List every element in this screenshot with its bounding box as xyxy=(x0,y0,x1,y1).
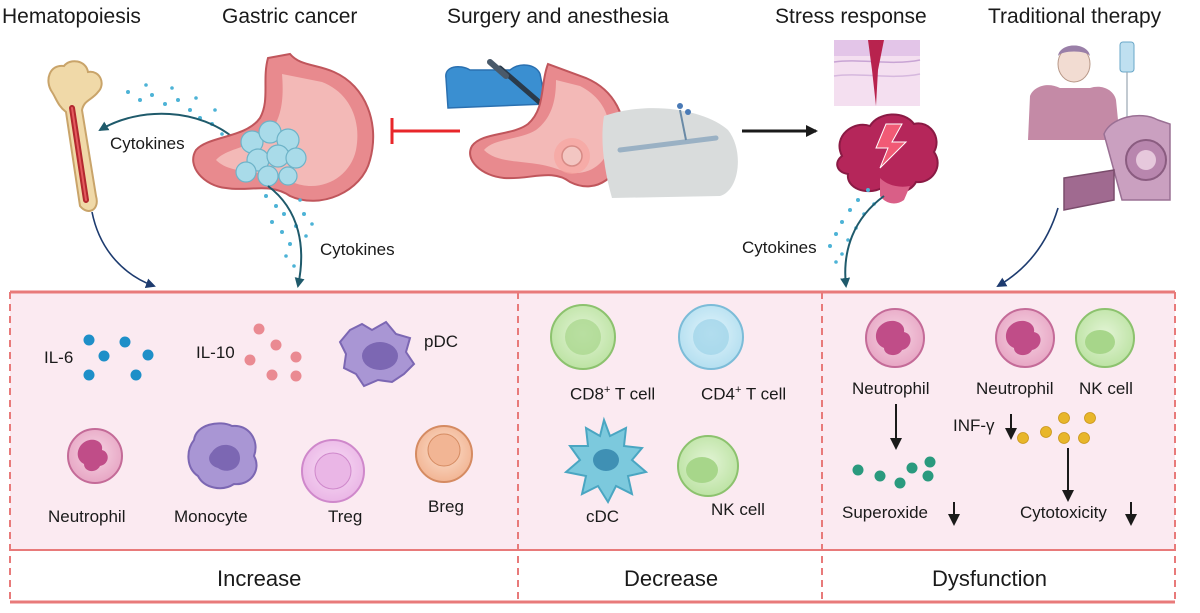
cytokine-dots-brain xyxy=(828,188,876,264)
header-gastric-cancer: Gastric cancer xyxy=(222,5,358,28)
label-breg: Breg xyxy=(428,497,464,516)
cd4-suffix: T cell xyxy=(741,384,787,404)
label-neutrophil-dysfunction-a: Neutrophil xyxy=(852,379,930,398)
cytokine-dots-bone xyxy=(126,83,224,136)
monocyte-cell xyxy=(187,422,258,490)
label-nk-decrease: NK cell xyxy=(711,500,765,519)
il6-dots xyxy=(83,334,154,381)
label-treg: Treg xyxy=(328,507,363,526)
header-hematopoiesis: Hematopoiesis xyxy=(2,5,141,28)
nk-cell-decrease xyxy=(677,435,739,497)
treg-cell xyxy=(301,439,365,503)
header-surgery: Surgery and anesthesia xyxy=(447,5,669,28)
bone-illustration xyxy=(47,60,103,212)
label-il10: IL-10 xyxy=(196,343,235,362)
label-infg: INF-γ xyxy=(953,416,995,435)
surgery-illustration xyxy=(445,59,738,198)
cd4-sup: + xyxy=(735,384,742,396)
label-dysfunction: Dysfunction xyxy=(932,566,1047,591)
ifng-dots xyxy=(1017,412,1096,444)
cdc-cell xyxy=(563,416,649,505)
label-monocyte: Monocyte xyxy=(174,507,248,526)
il10-dots xyxy=(244,323,302,382)
cytokines-label-right: Cytokines xyxy=(742,238,817,257)
label-cd8: CD8+ T cell xyxy=(570,384,655,405)
label-decrease: Decrease xyxy=(624,566,719,591)
breg-cell xyxy=(415,425,473,483)
cd8-t-cell xyxy=(550,304,616,370)
header-therapy: Traditional therapy xyxy=(988,5,1162,28)
nk-cell-dysfunction xyxy=(1075,308,1135,368)
label-nk-dysfunction: NK cell xyxy=(1079,379,1133,398)
label-il6: IL-6 xyxy=(44,348,74,367)
inhibition-arrow xyxy=(390,118,460,144)
brain-illustration xyxy=(836,113,939,204)
label-cdc: cDC xyxy=(586,507,620,526)
pdc-cell xyxy=(338,320,416,388)
cd4-prefix: CD4 xyxy=(701,384,736,404)
label-increase: Increase xyxy=(217,566,302,591)
neutrophil-cell-dysfunction-a xyxy=(865,308,925,368)
cytokine-arrow-from-tumor xyxy=(267,185,305,288)
arrow-therapy-to-panel xyxy=(996,207,1059,288)
cytokine-arrow-from-brain xyxy=(840,195,885,288)
label-cd4: CD4+ T cell xyxy=(701,384,786,405)
patient-therapy-illustration xyxy=(1028,41,1171,211)
label-cytotoxicity: Cytotoxicity xyxy=(1020,503,1107,522)
cytokine-dots-tumor xyxy=(264,194,314,268)
cd4-t-cell xyxy=(678,304,744,370)
cytokine-arrow-to-bone xyxy=(98,112,237,141)
label-superoxide: Superoxide xyxy=(842,503,929,522)
label-neutrophil-increase: Neutrophil xyxy=(48,507,126,526)
header-stress: Stress response xyxy=(775,5,927,28)
cytokines-label-left: Cytokines xyxy=(110,134,185,153)
superoxide-dots xyxy=(852,456,936,489)
cd8-sup: + xyxy=(604,384,611,396)
arrow-bone-to-panel xyxy=(91,211,156,289)
cytokines-label-center: Cytokines xyxy=(320,240,395,259)
neutrophil-cell-increase xyxy=(67,428,123,484)
tissue-wound-illustration xyxy=(833,40,921,106)
label-neutrophil-dysfunction-b: Neutrophil xyxy=(976,379,1054,398)
label-pdc: pDC xyxy=(424,332,459,351)
cd8-prefix: CD8 xyxy=(570,384,605,404)
cd8-suffix: T cell xyxy=(610,384,656,404)
neutrophil-cell-dysfunction-b xyxy=(995,308,1055,368)
stomach-tumor-illustration xyxy=(192,52,375,202)
